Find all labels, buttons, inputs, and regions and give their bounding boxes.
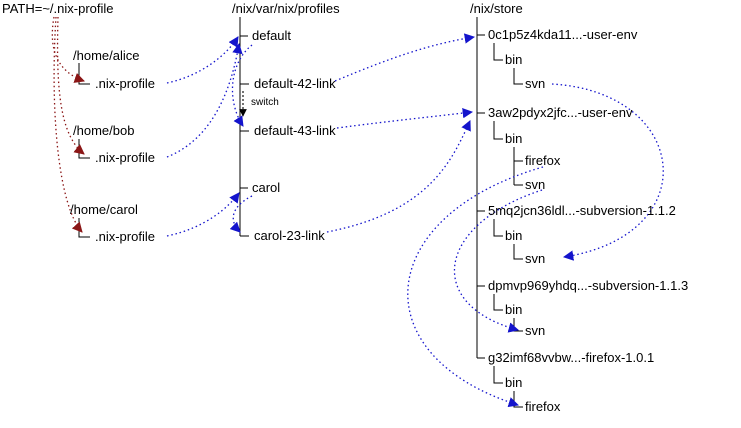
switch-label: switch xyxy=(251,97,279,108)
home-dir-bob: /home/bob xyxy=(73,123,135,138)
store-root-label: /nix/store xyxy=(470,1,523,16)
store-node-firefox: firefox xyxy=(525,153,561,168)
store-node-subversion-112: 5mq2jcn36ldl...-subversion-1.1.2 xyxy=(488,203,676,218)
store-node-svn: svn xyxy=(525,177,546,192)
profile-carol-23-link: carol-23-link xyxy=(254,228,325,243)
store-node-bin: bin xyxy=(505,131,523,146)
store-node-user-env-3aw2: 3aw2pdyx2jfc...-user-env xyxy=(488,105,633,120)
store-node-bin: bin xyxy=(505,52,523,67)
alice-nix-profile: .nix-profile xyxy=(95,76,155,91)
profiles-root-label: /nix/var/nix/profiles xyxy=(232,1,340,16)
path-env-label: PATH=~/.nix-profile xyxy=(2,1,114,16)
store-node-firefox-101: g32imf68vvbw...-firefox-1.0.1 xyxy=(488,350,655,365)
home-dir-alice: /home/alice xyxy=(73,48,140,63)
store-node-firefox: firefox xyxy=(525,399,561,414)
store-node-svn: svn xyxy=(525,251,546,266)
tree-connectors xyxy=(78,17,523,408)
store-node-bin: bin xyxy=(505,375,523,390)
profile-default-43-link: default-43-link xyxy=(254,123,336,138)
profile-default-42-link: default-42-link xyxy=(254,76,336,91)
store-node-user-env-0c1p: 0c1p5z4kda11...-user-env xyxy=(488,27,638,42)
store-node-svn: svn xyxy=(525,76,546,91)
home-dir-carol: /home/carol xyxy=(70,202,138,217)
store-node-subversion-113: dpmvp969yhdq...-subversion-1.1.3 xyxy=(488,278,689,293)
store-node-bin: bin xyxy=(505,302,523,317)
store-node-svn: svn xyxy=(525,323,546,338)
path-env-arrows xyxy=(51,16,85,233)
carol-nix-profile: .nix-profile xyxy=(95,229,155,244)
profile-default: default xyxy=(252,28,292,43)
profile-carol: carol xyxy=(252,180,281,195)
bob-nix-profile: .nix-profile xyxy=(95,150,155,165)
store-node-bin: bin xyxy=(505,228,523,243)
symlink-arrows xyxy=(166,33,664,408)
